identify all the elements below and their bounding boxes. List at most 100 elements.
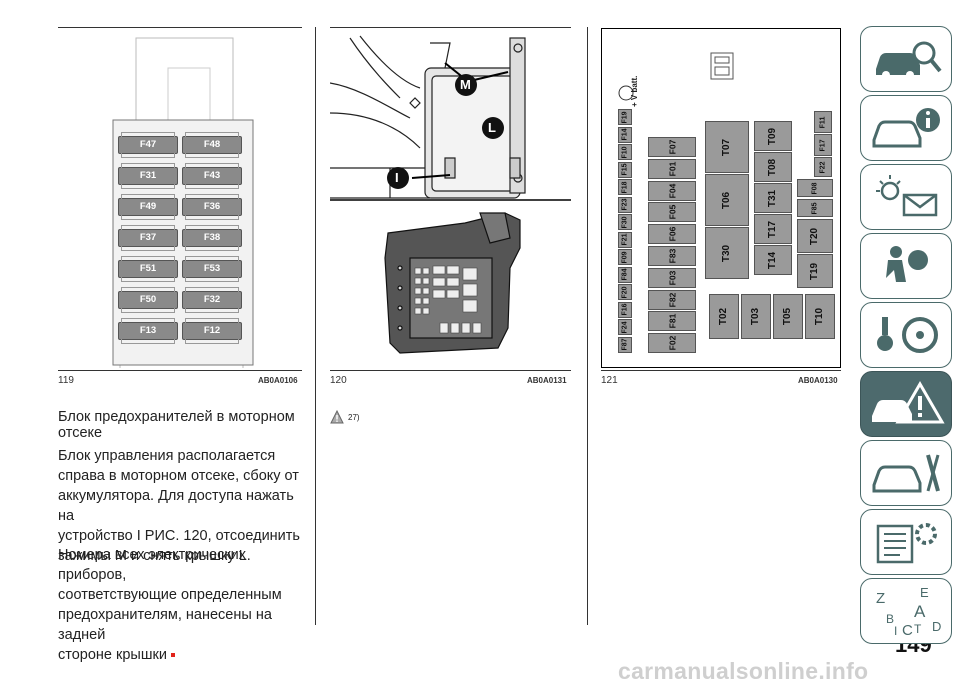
- fuse-cell-label: T31: [767, 189, 779, 207]
- alphabet-index-icon: Z E A B I C T D: [876, 585, 941, 639]
- fuse-cell-t07: T07: [705, 121, 749, 173]
- fuse-cell-label: F22: [819, 160, 827, 174]
- paragraph-2-last: стороне крышки: [58, 647, 167, 663]
- fuse-cell-label: F06: [667, 226, 677, 242]
- paragraph-2-line: стороне крышки: [58, 645, 308, 665]
- fuse-cell-f20: F20: [618, 284, 632, 300]
- steering-key-icon: [877, 317, 938, 353]
- fuse-cell-label: F02: [667, 335, 677, 351]
- nav-tab-safety[interactable]: [860, 233, 952, 299]
- figure-code-119: AB0A0106: [258, 376, 298, 385]
- nav-tab-specs[interactable]: [860, 509, 952, 575]
- nav-tab-emergency[interactable]: [860, 371, 952, 437]
- car-tools-icon: [872, 454, 940, 493]
- fuse-f37: F37: [118, 225, 178, 251]
- figure-number-120: 120: [330, 375, 347, 386]
- fuse-cell-label: T20: [809, 227, 821, 245]
- paragraph-1-line: аккумулятора. Для доступа нажать на: [58, 488, 294, 524]
- fuse-cell-f85: F85: [797, 199, 833, 217]
- nav-letter: D: [932, 619, 941, 634]
- fuse-cell-f08: F08: [797, 179, 833, 197]
- fuse-cell-t19: T19: [797, 254, 833, 288]
- fuse-f32: F32: [182, 287, 242, 313]
- fuse-cell-label: T09: [767, 127, 779, 145]
- fuse-cell-label: T10: [814, 307, 826, 326]
- fuse-cell-label: T02: [718, 307, 730, 326]
- callout-l-label: L: [488, 120, 496, 135]
- top-rule-1: [58, 27, 302, 28]
- fuse-cell-label: F18: [621, 180, 629, 194]
- nav-letter: I: [894, 624, 897, 638]
- fuse-cell-label: F01: [667, 161, 677, 177]
- callout-i-label: I: [395, 170, 399, 185]
- nav-letter: E: [920, 585, 929, 600]
- fuse-cell-f82: F82: [648, 289, 696, 310]
- paragraph-1-line: справа в моторном отсеке, сбоку от: [58, 468, 299, 484]
- column-divider-2: [587, 27, 588, 625]
- fuse-cell-label: F21: [621, 233, 629, 246]
- callout-l-icon: [482, 117, 504, 139]
- nav-tab-maintenance[interactable]: [860, 440, 952, 506]
- fuse-cell-t02: T02: [709, 294, 739, 339]
- nav-letter: B: [886, 612, 894, 626]
- nav-tab-info[interactable]: [860, 95, 952, 161]
- fuse-cell-t10: T10: [805, 294, 835, 339]
- fuse-cell-label: F14: [621, 128, 629, 141]
- fuse-cell-f21: F21: [618, 231, 632, 248]
- paragraph-2: Номера всех электрических приборов, соот…: [58, 545, 308, 665]
- nav-letter: T: [914, 622, 922, 636]
- car-info-icon: [872, 108, 940, 148]
- fuse-cell-label: F84: [621, 268, 629, 281]
- fuse-f47: F47: [118, 132, 178, 158]
- nav-tab-indicators[interactable]: [860, 164, 952, 230]
- fuse-f51: F51: [118, 256, 178, 282]
- fuse-f12: F12: [182, 318, 242, 344]
- fuse-cell-label: T17: [767, 220, 779, 238]
- nav-tab-index[interactable]: Z E A B I C T D: [860, 578, 952, 644]
- paragraph-1-line: устройство I РИС. 120, отсоединить: [58, 528, 300, 544]
- fuse-cell-t31: T31: [754, 183, 792, 213]
- warning-reference[interactable]: 27): [330, 410, 360, 424]
- fuse-cell-f18: F18: [618, 179, 632, 195]
- column-divider-1: [315, 27, 316, 625]
- fuse-cell-label: F05: [667, 205, 677, 220]
- fuse-cell-label: F03: [667, 270, 677, 286]
- connector-icon: [710, 52, 734, 80]
- fuse-cell-t20: T20: [797, 219, 833, 253]
- nav-tab-driving[interactable]: [860, 302, 952, 368]
- fuse-cell-f06: F06: [648, 224, 696, 245]
- fuse-cell-label: F10: [621, 145, 629, 159]
- fuse-cell-f15: F15: [618, 161, 632, 178]
- fuse-cell-label: F20: [621, 285, 629, 299]
- fuse-cell-label: F08: [811, 181, 819, 195]
- nav-tab-dashboard[interactable]: [860, 26, 952, 92]
- fuse-cell-t03: T03: [741, 294, 771, 339]
- fuse-cell-label: F23: [621, 198, 629, 211]
- fuse-cell-label: T14: [767, 251, 779, 269]
- fuse-cell-f81: F81: [648, 311, 696, 332]
- paragraph-2-line: Номера всех электрических приборов,: [58, 547, 247, 583]
- airbag-person-icon: [886, 246, 928, 282]
- figure-number-119: 119: [58, 375, 74, 386]
- fuse-cell-label: F09: [621, 250, 629, 264]
- fuse-cell-label: F17: [819, 138, 827, 152]
- fuse-cell-label: F30: [621, 215, 629, 229]
- figure-number-121: 121: [601, 375, 618, 386]
- fuse-cell-f84: F84: [618, 266, 632, 283]
- fuse-cell-label: F19: [621, 110, 629, 124]
- engine-compartment-illustration: [330, 35, 571, 354]
- fuse-cell-t14: T14: [754, 245, 792, 275]
- figure-code-121: AB0A0130: [798, 376, 838, 385]
- fuse-cell-label: T07: [721, 138, 733, 156]
- fuse-cell-label: F81: [667, 314, 677, 329]
- fuse-cell-t09: T09: [754, 121, 792, 151]
- nav-letter: C: [902, 622, 913, 639]
- fuse-cell-f05: F05: [648, 202, 696, 223]
- paragraph-2-line: предохранителям, нанесены на задней: [58, 607, 272, 643]
- fuse-cell-f83: F83: [648, 246, 696, 266]
- paragraph-1-line: Блок управления располагается: [58, 448, 276, 464]
- callout-i-icon: [387, 167, 409, 189]
- fuse-cell-f09: F09: [618, 249, 632, 265]
- fuse-cell-f11: F11: [814, 111, 832, 133]
- paragraph-1-line: зажимы M и снять крышку L.: [58, 548, 251, 564]
